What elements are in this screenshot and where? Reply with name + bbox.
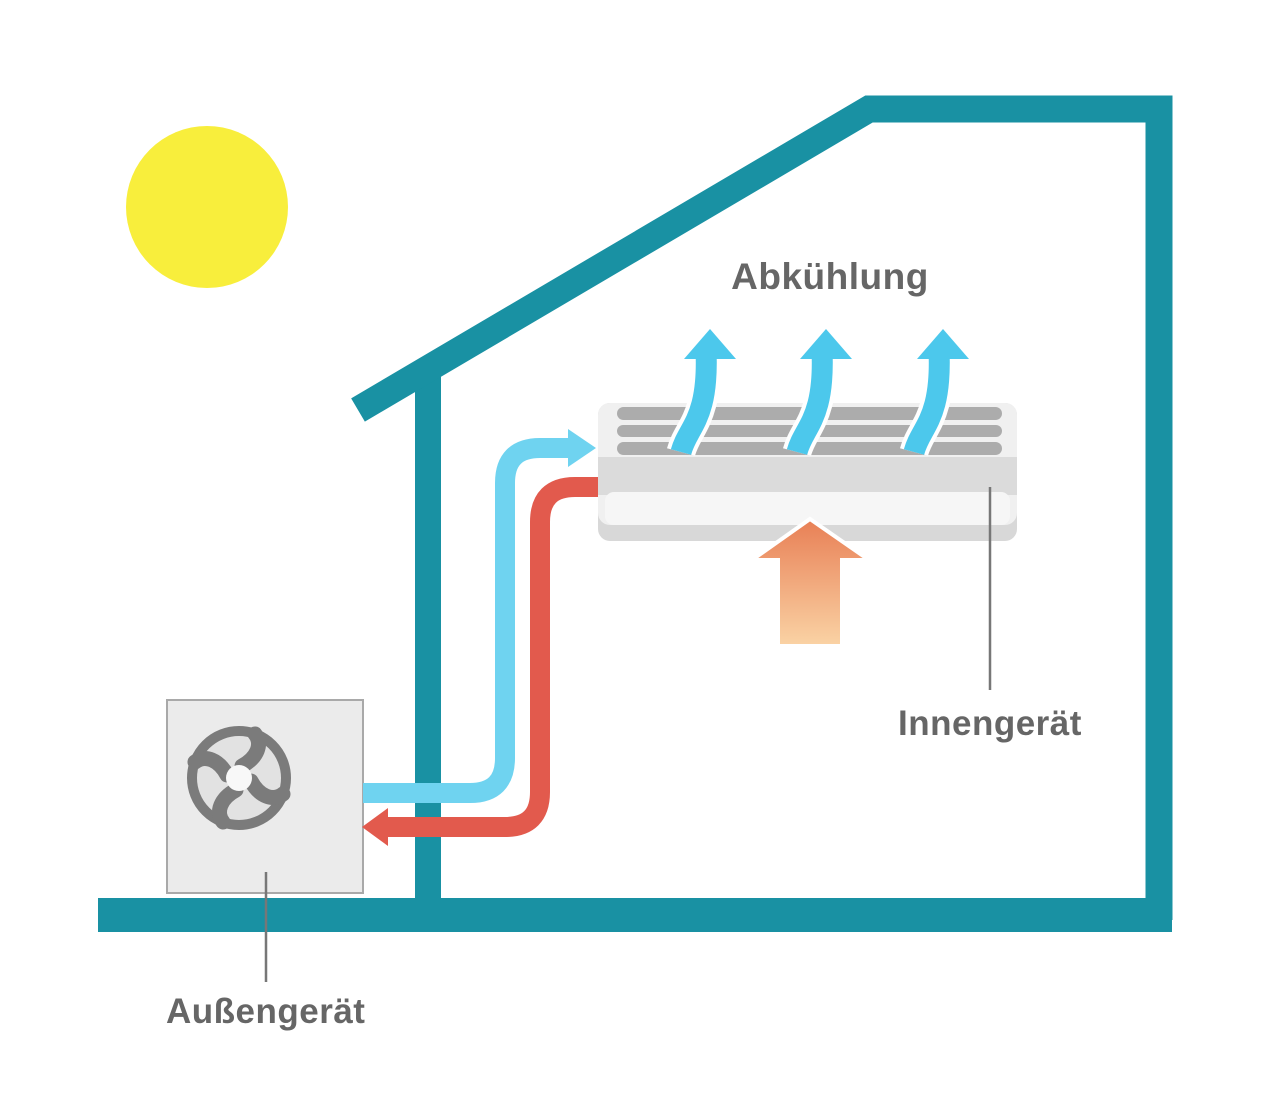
- warm-air-up-arrow-icon: [745, 516, 876, 648]
- cool-air-arrows: [667, 323, 974, 457]
- sun-icon: [126, 126, 288, 288]
- hot-pipe: [388, 477, 600, 837]
- cold-pipe: [363, 438, 570, 803]
- cool-air-up-arrow-icon: [900, 323, 974, 457]
- hot-pipe-left-arrow-icon: [362, 808, 388, 846]
- indoor-unit-label: Innengerät: [898, 704, 1082, 743]
- refrigerant-lines: [362, 429, 600, 846]
- indoor-unit-front-panel: [605, 492, 1010, 525]
- house-roof-and-right-wall: [351, 95, 1173, 920]
- cooling-label: Abkühlung: [731, 256, 929, 297]
- indoor-unit-band: [598, 457, 1017, 495]
- fan-icon: [187, 726, 291, 830]
- outdoor-unit-label: Außengerät: [166, 992, 366, 1031]
- cool-air-up-arrow-icon: [667, 323, 741, 457]
- cold-pipe-right-arrow-icon: [568, 429, 596, 467]
- outdoor-unit: [166, 699, 364, 894]
- cool-air-up-arrow-icon: [783, 323, 857, 457]
